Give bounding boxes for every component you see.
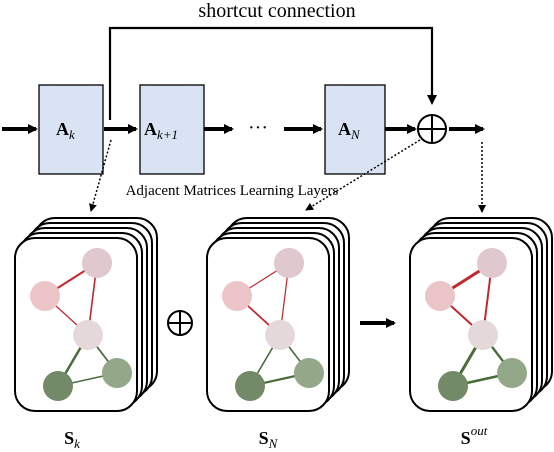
ellipsis: ···	[248, 117, 268, 139]
graph-sk	[30, 248, 132, 401]
label-s-k-sub: k	[74, 436, 80, 451]
label-s-k: Sk	[64, 428, 80, 451]
graph-stack-sn	[206, 217, 350, 412]
shortcut-connection-label: shortcut connection	[198, 0, 355, 22]
graph-stack-sk	[14, 217, 158, 412]
label-s-n-main: S	[259, 428, 269, 448]
dotted-arrow-to-sk	[89, 139, 112, 212]
graph-sn	[222, 248, 324, 401]
sum-operator-top	[417, 114, 447, 144]
svg-text:Ak: Ak	[56, 119, 75, 142]
block-a-k-sub: k	[69, 127, 75, 142]
sum-operator-bottom	[167, 310, 193, 336]
shortcut-connection-line	[108, 26, 437, 120]
block-a-k-main: A	[56, 119, 69, 139]
graph-sout	[425, 248, 527, 401]
label-s-out-sup: out	[471, 423, 488, 438]
label-s-k-main: S	[64, 428, 74, 448]
label-s-out: Sout	[461, 423, 488, 448]
block-a-k1: Ak+1	[139, 84, 205, 175]
svg-text:Ak+1: Ak+1	[144, 119, 178, 142]
layer-label: Adjacent Matrices Learning Layers	[126, 183, 339, 199]
block-a-k: Ak	[38, 84, 104, 175]
block-a-k1-sub: k+1	[157, 127, 178, 142]
block-a-n-sub: N	[350, 127, 361, 142]
block-a-n: AN	[324, 84, 386, 175]
label-s-n-sub: N	[268, 436, 279, 451]
block-a-n-main: A	[338, 119, 351, 139]
label-s-out-main: S	[461, 428, 471, 448]
block-a-k1-main: A	[144, 119, 157, 139]
label-s-n: SN	[259, 428, 279, 451]
graph-stack-sout	[409, 217, 553, 412]
svg-text:AN: AN	[338, 119, 361, 142]
